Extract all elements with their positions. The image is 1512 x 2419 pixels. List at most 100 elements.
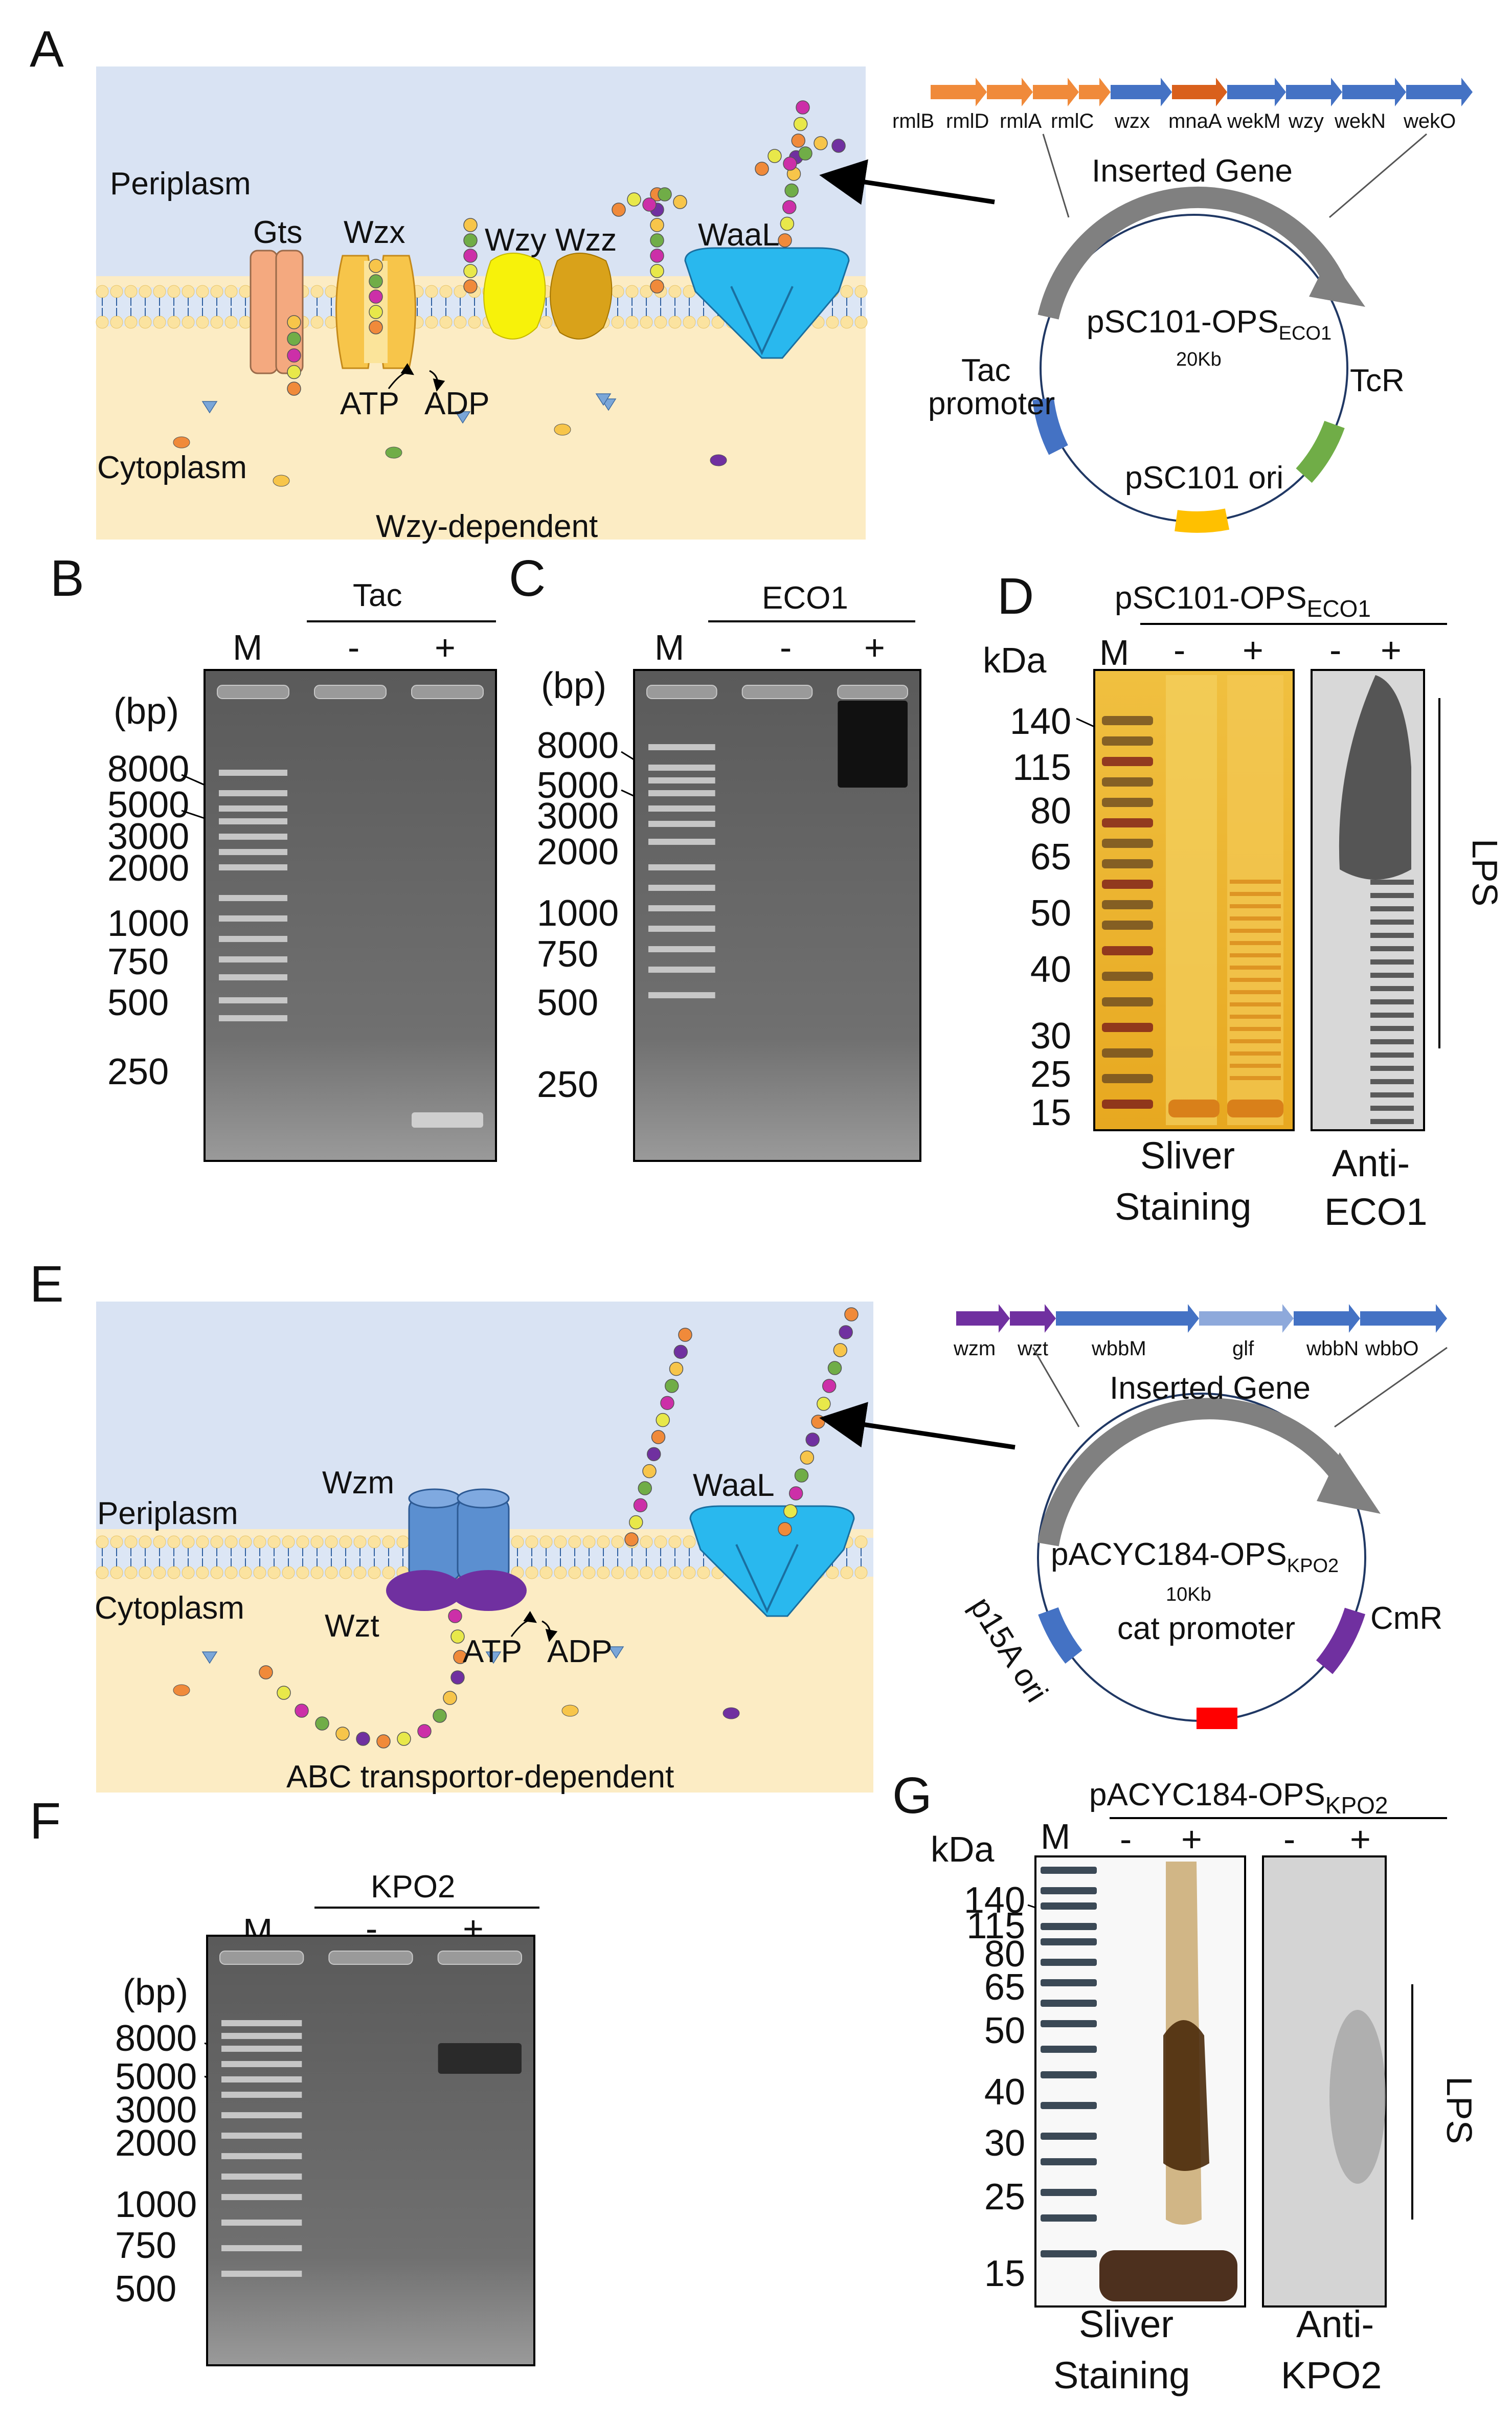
marker-label: 30 — [1030, 1016, 1071, 1057]
insertion-arrow-a — [819, 159, 995, 205]
wzm-label: Wzm — [322, 1465, 394, 1500]
marker-label: 500 — [107, 982, 169, 1023]
gene-label: wekO — [1403, 110, 1456, 132]
wzy-protein — [483, 253, 546, 340]
waal-label-a: WaaL — [698, 217, 780, 253]
lane-plus-d: + — [1243, 630, 1263, 670]
waal-protein-a — [684, 247, 850, 359]
panel-letter-e: E — [30, 1256, 64, 1313]
gene-label: rmlB — [892, 110, 934, 132]
lane-minus-b: - — [348, 628, 359, 667]
western-label-g-1: Anti- — [1296, 2303, 1374, 2345]
plasmid-size-a: 20Kb — [1176, 349, 1222, 370]
periplasm-label: Periplasm — [110, 166, 251, 201]
western-label-d-1: Anti- — [1332, 1142, 1410, 1184]
wzt-protein-right — [450, 1570, 527, 1611]
marker-label: 250 — [107, 1051, 169, 1092]
marker-label: 50 — [1030, 893, 1071, 934]
gene-label: wzy — [1288, 110, 1324, 132]
marker-label: 5000 — [107, 785, 189, 825]
marker-label: 25 — [1030, 1054, 1071, 1095]
lane-minus-d-wb: - — [1329, 630, 1341, 670]
plasmid-name-e: pACYC184-OPSKPO2 — [1051, 1537, 1339, 1577]
marker-label: 2000 — [115, 2123, 197, 2164]
lane-plus-c: + — [864, 628, 885, 667]
marker-label: 80 — [1030, 791, 1071, 832]
atp-label-a: ATP — [340, 386, 399, 421]
marker-label: 8000 — [115, 2018, 197, 2059]
tcr-label: TcR — [1350, 363, 1405, 398]
panel-f-title: KPO2 — [371, 1869, 455, 1905]
adp-label-e: ADP — [547, 1634, 612, 1669]
insertion-arrow-e — [819, 1402, 1015, 1450]
marker-label: 15 — [984, 2253, 1025, 2294]
cat-promoter-label: cat promoter — [1117, 1611, 1295, 1646]
unit-c: (bp) — [541, 665, 606, 706]
pathway-label: Wzy-dependent — [376, 509, 598, 544]
unit-d: kDa — [983, 640, 1047, 680]
western-blot-d — [1311, 669, 1425, 1131]
atp-label-e: ATP — [463, 1634, 522, 1669]
wzt-protein-left — [386, 1570, 463, 1611]
marker-label: 15 — [1030, 1092, 1071, 1133]
marker-label: 3000 — [115, 2090, 197, 2131]
western-label-d-2: ECO1 — [1324, 1191, 1428, 1233]
lane-m-d: M — [1099, 633, 1129, 673]
panel-g-title: pACYC184-OPSKPO2 — [1089, 1777, 1388, 1819]
inserted-gene-label-e: Inserted Gene — [1110, 1371, 1311, 1406]
ori-label-a: pSC101 ori — [1125, 460, 1283, 496]
marker-label: 8000 — [537, 725, 619, 766]
wzx-label: Wzx — [344, 215, 405, 250]
wzx-protein — [335, 255, 416, 369]
marker-label: 5000 — [115, 2056, 197, 2097]
inserted-gene-label-a: Inserted Gene — [1092, 153, 1293, 189]
gene-label: wzm — [953, 1337, 996, 1360]
silver-label-d-2: Staining — [1115, 1185, 1251, 1228]
gene-label: wekM — [1227, 110, 1280, 132]
marker-label: 250 — [537, 1064, 598, 1105]
wzz-protein — [550, 253, 613, 340]
plasmid-size-e: 10Kb — [1166, 1584, 1211, 1605]
gene-label: mnaA — [1168, 110, 1222, 132]
panel-b-title: Tac — [353, 578, 402, 613]
unit-b: (bp) — [114, 691, 179, 732]
gene-label: rmlD — [946, 110, 989, 132]
lps-label-g: LPS — [1439, 2076, 1479, 2144]
lane-plus-d-wb: + — [1381, 630, 1402, 670]
western-blot-g — [1262, 1855, 1387, 2308]
panel-letter-c: C — [509, 550, 546, 607]
marker-label: 5000 — [537, 765, 619, 806]
promoter-label: promoter — [928, 386, 1055, 421]
lane-minus-g: - — [1120, 1819, 1132, 1859]
silver-gel-g — [1034, 1855, 1246, 2308]
wzm-protein — [408, 1488, 510, 1581]
gene-label: glf — [1232, 1337, 1254, 1360]
marker-label: 80 — [984, 1934, 1025, 1975]
unit-g: kDa — [931, 1829, 995, 1869]
marker-label: 3000 — [537, 796, 619, 837]
lane-minus-d: - — [1174, 630, 1185, 670]
lane-minus-g-wb: - — [1283, 1819, 1295, 1859]
plasmid-map-a — [1032, 133, 1427, 533]
gene-label: wbbN — [1306, 1337, 1359, 1360]
lane-m-c: M — [655, 628, 684, 667]
panel-letter-f: F — [30, 1793, 61, 1850]
marker-label: 140 — [1010, 701, 1071, 742]
waal-label-e: WaaL — [693, 1468, 775, 1503]
gene-label: wbbM — [1091, 1337, 1146, 1360]
panel-e-membrane-diagram: Periplasm Cytoplasm ABC transportor-depe… — [95, 1302, 873, 1795]
lps-label-d: LPS — [1465, 839, 1505, 906]
marker-label: 40 — [984, 2072, 1025, 2113]
marker-label: 750 — [537, 934, 598, 975]
marker-label: 8000 — [107, 749, 189, 790]
marker-label: 1000 — [537, 893, 619, 934]
adp-label-a: ADP — [424, 386, 489, 421]
silver-label-g-1: Sliver — [1079, 2303, 1174, 2345]
gene-label: wzx — [1114, 110, 1150, 132]
